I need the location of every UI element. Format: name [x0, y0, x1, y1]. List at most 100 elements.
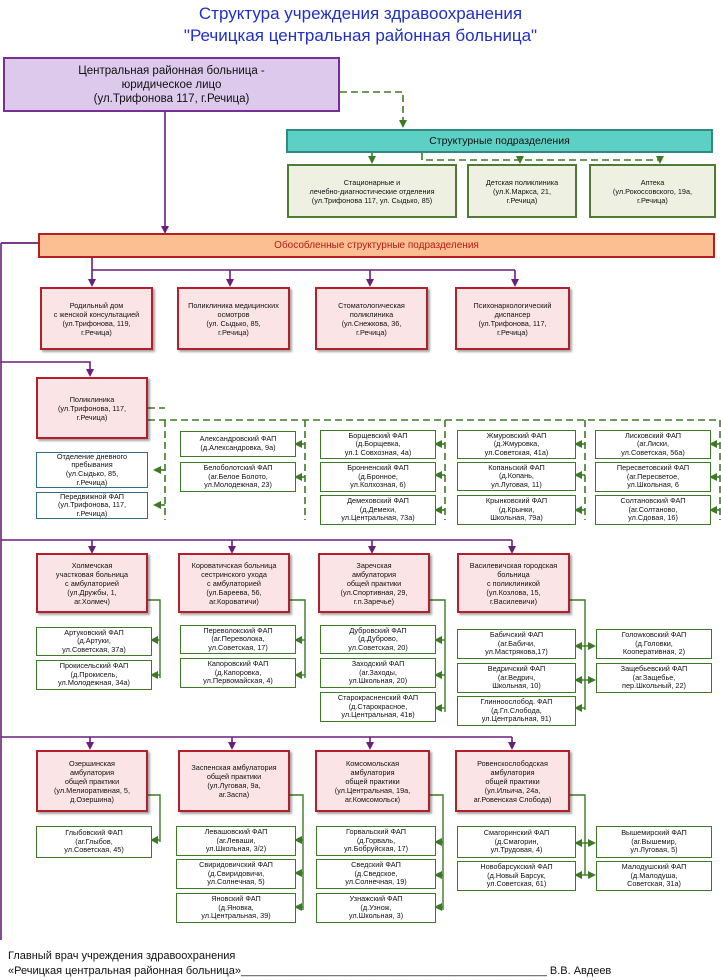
unit-line: г.Речица): [637, 195, 668, 205]
polyclinic-main-box: Поликлиника (ул.Трифонова, 117, г.Речица…: [36, 377, 148, 439]
fap-box: Новобарсукский ФАП (д.Новый Барсук, ул.С…: [457, 861, 576, 891]
footer-signature-line2: «Речицкая центральная районная больница»…: [8, 965, 612, 977]
box-line: ул.Советская, 56а): [621, 447, 685, 457]
structural-units-header-text: Структурные подразделения: [429, 135, 570, 147]
box-line: осмотров: [217, 309, 250, 319]
footer-signature-line1: Главный врач учреждения здравоохранения: [8, 950, 236, 962]
box-line: (д.Александровка, 9а): [200, 443, 276, 452]
box-line: Солтановский ФАП: [620, 496, 686, 506]
box-line: (ул.Трифонова, 117,: [57, 403, 127, 413]
box-line: (д.Старокрасное,: [348, 701, 408, 711]
box-line: Заречская: [356, 560, 392, 570]
box-line: г.Речица): [76, 412, 108, 422]
box-line: Капоровский ФАП: [207, 659, 269, 669]
box-line: ул.Советская, 37а): [62, 644, 126, 654]
box-line: с поликлиникой: [487, 578, 540, 588]
box-line: (ул.Трифонова, 117,: [57, 500, 127, 510]
box-line: г.Речица): [218, 327, 249, 337]
box-line: (аг.Заходы,: [359, 667, 397, 677]
box-line: участковая больница: [55, 569, 129, 579]
fap-box: Яновский ФАП (д.Яновка, ул.Центральная, …: [176, 893, 296, 923]
box-line: общей практики: [345, 776, 400, 786]
box-line: ул.Центральная, 91): [481, 714, 552, 724]
box-line: (аг.Вышемир,: [631, 836, 677, 846]
box-line: аг.Заспа): [218, 790, 250, 799]
box-line: (д.Бронное,: [358, 471, 398, 481]
box-line: Лисковский ФАП: [624, 430, 682, 440]
box-line: (ул.Трифонова, 117,: [478, 318, 547, 328]
box-line: ул.Молодежная, 34а): [58, 678, 130, 688]
fap-box: Лисковский ФАП (аг.Лиски, ул.Советская, …: [595, 430, 711, 459]
box-line: Школьная, 10): [492, 681, 541, 691]
box-line: Глыбовский ФАП: [65, 828, 123, 838]
box-line: Поликлиника: [69, 394, 115, 404]
box-line: с амбулаторией: [207, 578, 261, 588]
box-line: ул.Солнечная, 5): [207, 877, 265, 887]
fap-box: Вышемирский ФАП (аг.Вышемир, ул.Луговая,…: [596, 826, 712, 858]
box-line: г.Речица): [81, 327, 112, 337]
box-line: ул.Школьная, 3/2): [205, 844, 267, 854]
structural-unit-inpatient: Стационарные и лечебно-диагностические о…: [287, 164, 457, 218]
box-line: Жмуровский ФАП: [486, 430, 547, 440]
box-line: ул.Колхозная, 6): [350, 480, 406, 490]
fap-box: Крынковский ФАП (д.Крынки, Школьная, 79а…: [457, 495, 576, 525]
fap-box: Защебьевский ФАП (аг.Защебье, пер.Школьн…: [596, 663, 712, 693]
box-line: сестринского ухода: [201, 569, 267, 579]
box-line: ул.Мастрякова,17): [485, 647, 548, 657]
box-line: ул.Советская, 61): [486, 879, 547, 889]
box-line: Советская, 31а): [627, 879, 681, 889]
box-line: с женской консультацией: [53, 309, 140, 319]
box-line: пер.Школьный, 22): [622, 681, 686, 691]
box-line: ул.Бобруйская, 17): [343, 844, 409, 854]
box-line: Родильный дом: [69, 300, 124, 310]
box-line: Вышемирский ФАП: [621, 828, 687, 838]
box-line: ул.Солнечная, 19): [345, 877, 407, 887]
box-line: (д.Смагорин,: [494, 836, 539, 846]
fap-box: Бабичский ФАП (аг.Бабичи, ул.Мастрякова,…: [457, 629, 576, 659]
box-line: (ул.Луговая, 9а,: [207, 781, 261, 790]
box-line: (ул.Снежкова, 36,: [341, 318, 402, 328]
box-line: (д.Горваль,: [356, 835, 396, 845]
box-line: амбулатория: [69, 767, 115, 777]
box-line: (д.Яновка,: [218, 902, 254, 912]
box-line: больница: [497, 569, 530, 579]
box-line: (аг.Бабичи,: [497, 638, 536, 648]
box-line: (ул.Спортивная, 29,: [340, 587, 408, 597]
vasilevichi-hospital-box: Василевичская городская больница с полик…: [457, 553, 570, 613]
box-line: г.п.Заречье): [353, 596, 395, 606]
unit-line: (ул.Рокоссовского, 19а,: [612, 186, 693, 196]
box-line: Ведричский ФАП: [487, 664, 546, 674]
box-line: Отделение дневного: [56, 452, 128, 461]
box-line: (д.Гл.Слобода,: [491, 705, 542, 715]
box-line: Психонаркологический: [473, 300, 552, 310]
unit-line: (ул.К.Маркса, 21,: [493, 186, 551, 196]
fap-box: Жмуровский ФАП (д.Жмуровка, ул.Советская…: [457, 430, 576, 459]
box-line: ул.Школьная, 3): [348, 911, 404, 921]
structural-unit-pharmacy: Аптека (ул.Рокоссовского, 19а, г.Речица): [589, 164, 716, 218]
psycho-narcological-dispensary-box: Психонаркологический диспансер (ул.Трифо…: [455, 287, 570, 350]
box-line: Поликлиника медицинских: [188, 300, 279, 310]
fap-box: Солтановский ФАП (аг.Солтаново, ул.Сдова…: [595, 495, 711, 525]
unit-line: лечебно-диагностические отделения: [309, 186, 435, 196]
box-line: (аг.Пересветое,: [626, 471, 680, 481]
box-line: Крынковский ФАП: [485, 496, 548, 506]
box-line: Сведский ФАП: [351, 860, 401, 870]
mobile-fap-box: Передвижной ФАП (ул.Трифонова, 117, г.Ре…: [36, 492, 148, 519]
unit-line: Детская поликлиника: [485, 177, 559, 187]
box-line: ул.Центральная, 41в): [341, 710, 415, 720]
box-line: ул.Первомайская, 4): [203, 676, 273, 686]
diagram-title-line1: Структура учреждения здравоохранения: [198, 4, 523, 23]
box-line: ул.Советская, 41а): [484, 447, 549, 457]
fap-box: Пересветовский ФАП (аг.Пересветое, ул.Шк…: [595, 462, 711, 492]
box-line: г.Речица): [497, 327, 528, 337]
fap-box: Левашовский ФАП (аг.Леваши, ул.Школьная,…: [176, 826, 296, 856]
unit-line: (ул.Трифонова 117, ул. Сыдько, 85): [311, 195, 433, 205]
box-line: Новобарсукский ФАП: [480, 862, 553, 872]
kholmech-hospital-box: Холмечская участковая больница с амбулат…: [36, 553, 148, 613]
root-line: юридическое лицо: [121, 78, 222, 91]
structural-unit-children-polyclinic: Детская поликлиника (ул.К.Маркса, 21, г.…: [467, 164, 577, 218]
box-line: г.Василевичи): [489, 596, 538, 606]
fap-box: Дубровский ФАП (д.Дуброво, ул.Советская,…: [320, 625, 436, 654]
box-line: Комсомольская: [345, 758, 400, 768]
ozershina-ambulatory-box: Озершинская амбулатория общей практики (…: [36, 750, 148, 812]
